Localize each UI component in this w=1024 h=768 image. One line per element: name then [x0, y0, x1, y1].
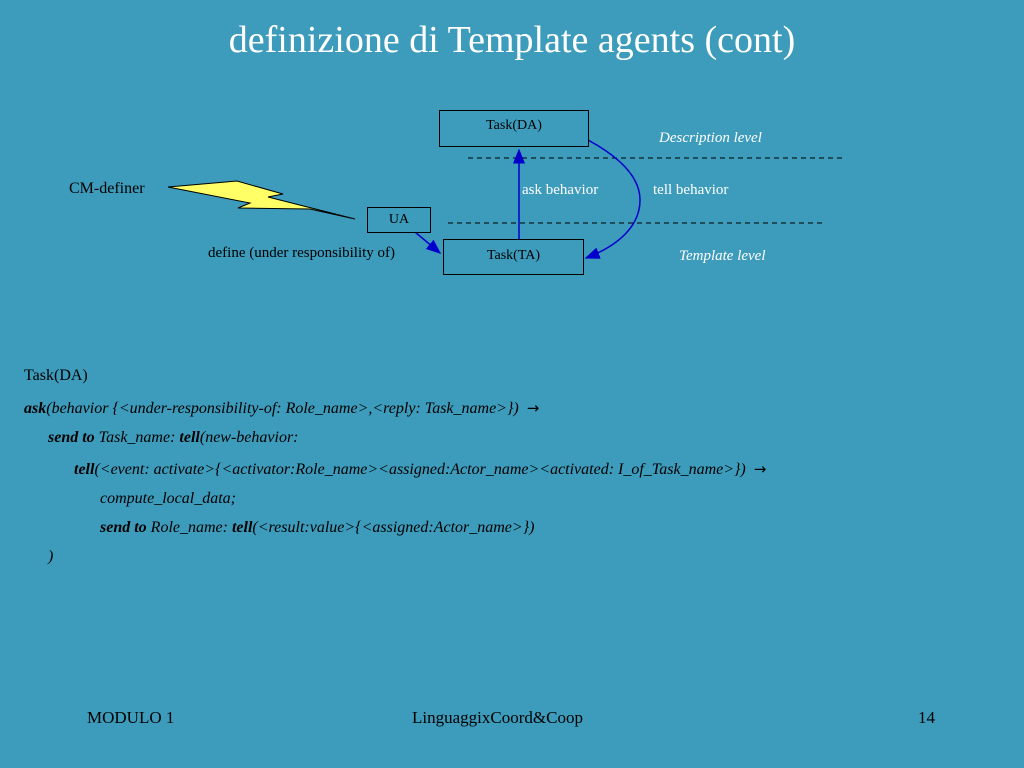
code-line-compute: compute_local_data; [100, 490, 236, 507]
ask-args: (behavior {<under-responsibility-of: Rol… [46, 400, 519, 417]
ua-label: UA [388, 212, 410, 227]
ua-box: UA [367, 207, 431, 233]
right-arrow-icon: → [753, 460, 767, 478]
send-result-target: Role_name: [146, 519, 232, 536]
code-line-send: send to Task_name: tell(new-behavior: [48, 429, 299, 447]
slide-title: definizione di Template agents (cont) [228, 19, 796, 61]
footer-course: LinguaggixCoord&Coop [412, 708, 583, 727]
send-result-args: (<result:value>{<assigned:Actor_name>}) [252, 519, 535, 536]
lightning-bolt-icon [167, 180, 356, 220]
code-heading: Task(DA) [24, 367, 88, 384]
template-level-label: Template level [679, 248, 766, 264]
task-da-label: Task(DA) [486, 118, 542, 133]
footer-module: MODULO 1 [87, 708, 175, 727]
keyword-tell: tell [74, 461, 95, 478]
task-da-box: Task(DA) [439, 110, 589, 147]
tell-behavior-label: tell behavior [653, 182, 729, 198]
description-level-label: Description level [659, 130, 762, 146]
define-arrow [414, 231, 442, 254]
code-line-close: ) [48, 548, 54, 565]
keyword-tell: tell [231, 519, 253, 536]
keyword-tell: tell [179, 429, 200, 446]
keyword-ask: ask [24, 400, 47, 417]
keyword-send-to: send to [100, 519, 147, 536]
tell-args: (<event: activate>{<activator:Role_name>… [94, 461, 746, 478]
cm-definer-label: CM-definer [69, 180, 145, 197]
diagram-canvas [167, 139, 846, 259]
keyword-send-to: send to [48, 429, 95, 446]
task-ta-box: Task(TA) [443, 239, 584, 275]
send-args: (new-behavior: [199, 429, 299, 446]
send-target: Task_name: [94, 429, 180, 446]
code-line-ask: ask(behavior {<under-responsibility-of: … [24, 399, 539, 418]
code-line-tell: tell(<event: activate>{<activator:Role_n… [74, 460, 766, 479]
ask-behavior-label: ask behavior [522, 182, 599, 198]
task-ta-label: Task(TA) [486, 248, 541, 263]
code-line-send-result: send to Role_name: tell(<result:value>{<… [100, 519, 534, 537]
right-arrow-icon: → [526, 399, 540, 417]
tell-behavior-arrow [584, 139, 641, 259]
footer-page-number: 14 [918, 708, 935, 727]
define-label: define (under responsibility of) [208, 245, 396, 261]
